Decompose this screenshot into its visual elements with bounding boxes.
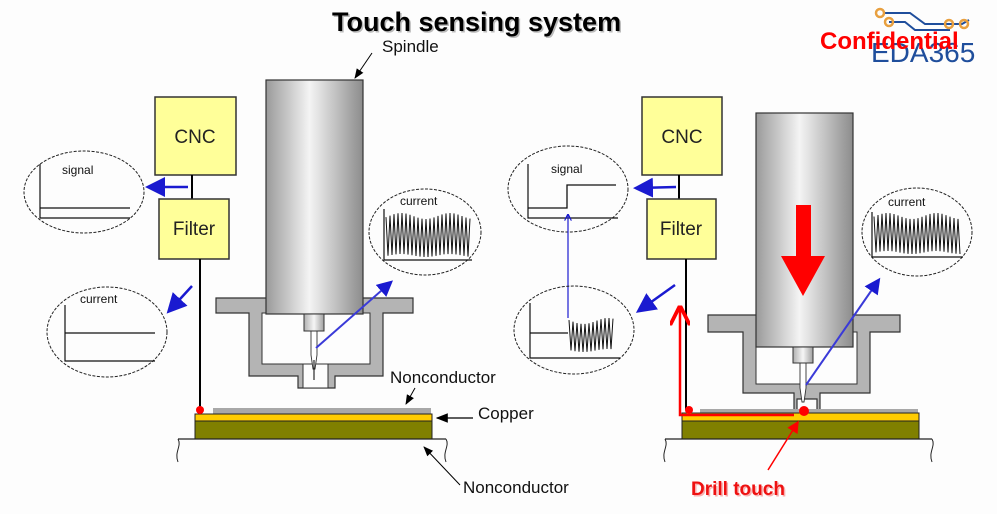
current-scope-touch <box>513 285 635 375</box>
board-substrate <box>681 420 920 440</box>
drill-bit <box>310 330 318 370</box>
contact-point <box>685 406 693 414</box>
panel-before-touch: Spindle CNC Filter signal current <box>23 37 569 497</box>
drill-touch-shadow: Drill touch <box>693 481 787 502</box>
cnc-box <box>154 96 237 176</box>
eda365-logo: EDA365 Confidential <box>820 7 975 68</box>
drill-touch-label: Drill touch <box>691 479 785 500</box>
current-path-arrow <box>680 308 794 417</box>
current-arrow <box>166 285 193 314</box>
copper-label: Copper <box>478 404 534 423</box>
signal-label: signal <box>62 163 93 177</box>
current-arrow <box>635 283 676 313</box>
brand-label: EDA365 <box>871 37 975 68</box>
current-scope-spindle <box>861 187 973 277</box>
drill-touch-pointer-arrow <box>767 420 799 471</box>
waveform-line <box>873 213 961 255</box>
panel-drill-touch: CNC Filter signal current <box>507 96 973 502</box>
spindle-label: Spindle <box>382 37 439 56</box>
filter-label: Filter <box>173 219 216 240</box>
nonconductor-top-layer <box>700 409 918 414</box>
current-trace-touch-oscillating <box>568 317 614 353</box>
current-trace-oscillating <box>873 213 961 255</box>
waveform-line <box>568 317 614 353</box>
nonconductor-top-label: Nonconductor <box>390 368 496 387</box>
current-probe-arrow <box>805 277 881 386</box>
circuit-node-icon <box>874 7 886 19</box>
circuit-node-icon <box>943 18 955 30</box>
filter-label: Filter <box>660 219 703 240</box>
current-trace-oscillating <box>385 212 471 257</box>
cnc-label: CNC <box>174 127 215 148</box>
spindle-body <box>265 79 364 315</box>
signal-label: signal <box>551 162 582 176</box>
collet <box>792 346 814 364</box>
collet <box>303 313 325 332</box>
current-scope-flat <box>46 286 168 378</box>
current-label: current <box>400 194 438 208</box>
confidential-label: Confidential <box>820 28 959 55</box>
copper-layer <box>194 413 433 422</box>
circuit-node-icon <box>883 16 895 28</box>
current-probe-arrow <box>315 280 394 349</box>
spindle-pointer-arrow <box>354 52 373 79</box>
signal-trace-step <box>528 184 616 209</box>
cnc-label: CNC <box>661 127 702 148</box>
board-substrate <box>194 420 433 440</box>
contact-point <box>196 406 204 414</box>
drill-bit <box>799 362 807 403</box>
current-label: current <box>888 195 926 209</box>
title-shadow: Touch sensing system <box>334 9 623 39</box>
down-arrow-icon <box>781 205 825 296</box>
signal-scope <box>23 150 145 234</box>
page-title: Touch sensing system <box>332 7 621 37</box>
cnc-box <box>641 96 723 176</box>
waveform-line <box>385 212 471 257</box>
current-scope-spindle <box>368 188 482 276</box>
signal-arrow <box>633 177 677 198</box>
nonconductor-top-layer <box>213 408 431 414</box>
filter-box <box>158 198 230 260</box>
drill-touch-point <box>799 406 809 416</box>
circuit-node-icon <box>958 18 970 30</box>
nonconductor-bottom-label: Nonconductor <box>463 478 569 497</box>
current-label: current <box>80 292 118 306</box>
filter-box <box>646 198 717 260</box>
